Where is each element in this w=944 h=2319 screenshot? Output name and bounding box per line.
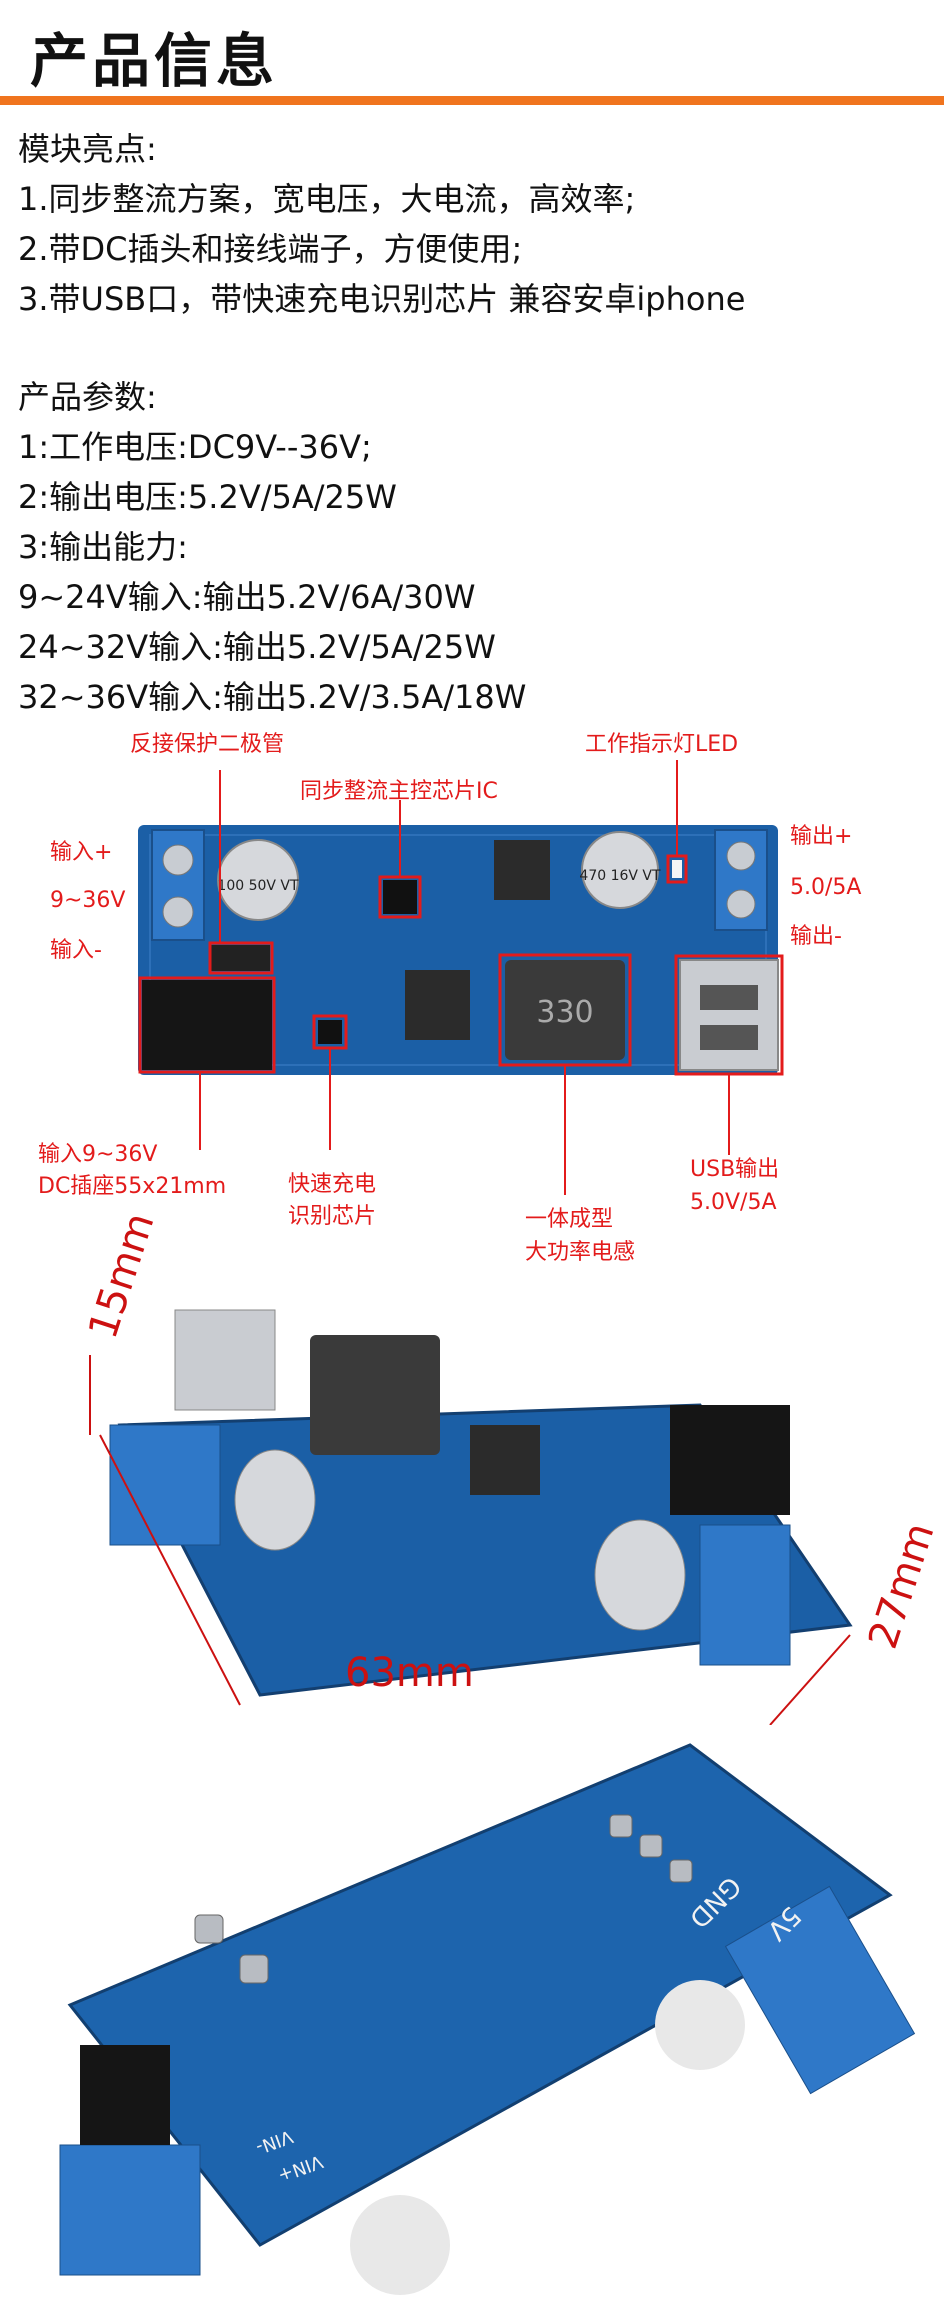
page-header: 产品信息 bbox=[0, 0, 944, 105]
param-item: 32~36V输入:输出5.2V/3.5A/18W bbox=[18, 678, 527, 716]
highlight-boxes bbox=[138, 854, 784, 1076]
usb-port bbox=[679, 959, 779, 1071]
diode-component bbox=[210, 945, 270, 971]
usb-port-perspective bbox=[174, 1309, 276, 1411]
leader-lines bbox=[199, 760, 730, 1195]
output-terminal-block bbox=[714, 829, 768, 931]
dimension-length: 63mm bbox=[345, 1650, 474, 1696]
annot-inductor-2: 大功率电感 bbox=[525, 1240, 636, 1265]
annot-sync-ic: 同步整流主控芯片IC bbox=[300, 779, 498, 804]
param-item: 1:工作电压:DC9V--36V; bbox=[18, 428, 372, 466]
annot-dc-jack-1: 输入9~36V bbox=[38, 1142, 158, 1167]
inductor-perspective bbox=[310, 1335, 440, 1455]
mosfet-top bbox=[494, 840, 550, 900]
standoff bbox=[655, 1980, 745, 2070]
inductor-code: 330 bbox=[536, 995, 593, 1030]
mosfet-perspective bbox=[470, 1425, 540, 1495]
header-accent-bar bbox=[0, 96, 944, 105]
highlights-heading: 模块亮点: bbox=[18, 130, 157, 168]
annot-led: 工作指示灯LED bbox=[585, 732, 739, 757]
annot-output-minus: 输出- bbox=[790, 924, 842, 949]
annot-usb-1: USB输出 bbox=[690, 1157, 780, 1182]
standoff bbox=[350, 2195, 450, 2295]
dc-jack-perspective bbox=[670, 1405, 790, 1515]
cap-in-label: 100 50V VT bbox=[217, 878, 299, 894]
params-section: 产品参数: 1:工作电压:DC9V--36V; 2:输出电压:5.2V/5A/2… bbox=[18, 372, 526, 722]
annot-input-minus: 输入- bbox=[50, 938, 102, 963]
output-capacitor-perspective bbox=[234, 1449, 316, 1551]
annot-reverse-diode: 反接保护二极管 bbox=[130, 732, 285, 757]
highlight-item: 2.带DC插头和接线端子，方便使用; bbox=[18, 230, 523, 268]
highlights-section: 模块亮点: 1.同步整流方案，宽电压，大电流，高效率; 2.带DC插头和接线端子… bbox=[18, 124, 745, 324]
highlight-item: 3.带USB口，带快速充电识别芯片 兼容安卓iphone bbox=[18, 280, 746, 318]
input-terminal-perspective bbox=[699, 1524, 791, 1666]
dimension-lines bbox=[89, 1355, 851, 1725]
input-capacitor-perspective bbox=[594, 1519, 686, 1631]
annot-input-range: 9~36V bbox=[50, 888, 126, 913]
annot-dc-jack-2: DC插座55x21mm bbox=[38, 1174, 227, 1199]
annot-qc-chip-1: 快速充电 bbox=[288, 1172, 377, 1197]
terminal-block-bottom-left bbox=[59, 2144, 201, 2276]
param-item: 9~24V输入:输出5.2V/6A/30W bbox=[18, 578, 476, 616]
annot-inductor-1: 一体成型 bbox=[525, 1207, 614, 1232]
cap-out-label: 470 16V VT bbox=[579, 868, 661, 884]
page-title: 产品信息 bbox=[30, 27, 279, 95]
board-bottom-view-photo: GND 5V VIN- VIN+ bbox=[59, 1743, 916, 2295]
annot-usb-2: 5.0V/5A bbox=[690, 1190, 777, 1215]
highlight-item: 1.同步整流方案，宽电压，大电流，高效率; bbox=[18, 180, 636, 218]
input-terminal-block bbox=[151, 829, 205, 941]
params-heading: 产品参数: bbox=[18, 378, 157, 416]
mosfet-bottom bbox=[405, 970, 470, 1040]
param-item: 2:输出电压:5.2V/5A/25W bbox=[18, 478, 397, 516]
annot-output-rating: 5.0/5A bbox=[790, 875, 862, 900]
annot-input-plus: 输入+ bbox=[50, 840, 113, 865]
annot-output-plus: 输出+ bbox=[790, 824, 853, 849]
terminal-block-bottom bbox=[724, 1885, 916, 2095]
board-perspective-photo bbox=[89, 1309, 853, 1725]
power-inductor: 330 bbox=[505, 960, 625, 1060]
sync-ic-chip bbox=[383, 880, 417, 914]
annot-qc-chip-2: 识别芯片 bbox=[288, 1204, 377, 1229]
solder-pads bbox=[194, 1814, 693, 1984]
qc-chip bbox=[318, 1020, 342, 1044]
dc-jack-bottom bbox=[80, 2045, 170, 2145]
output-capacitor: 470 16V VT bbox=[579, 831, 661, 909]
param-item: 24~32V输入:输出5.2V/5A/25W bbox=[18, 628, 496, 666]
output-terminal-perspective bbox=[109, 1424, 221, 1546]
dc-jack bbox=[142, 980, 272, 1070]
led-component bbox=[672, 860, 682, 878]
param-item: 3:输出能力: bbox=[18, 528, 188, 566]
board-top-view-photo: 100 50V VT 470 16V VT 330 bbox=[138, 760, 784, 1195]
input-capacitor: 100 50V VT bbox=[217, 839, 299, 921]
